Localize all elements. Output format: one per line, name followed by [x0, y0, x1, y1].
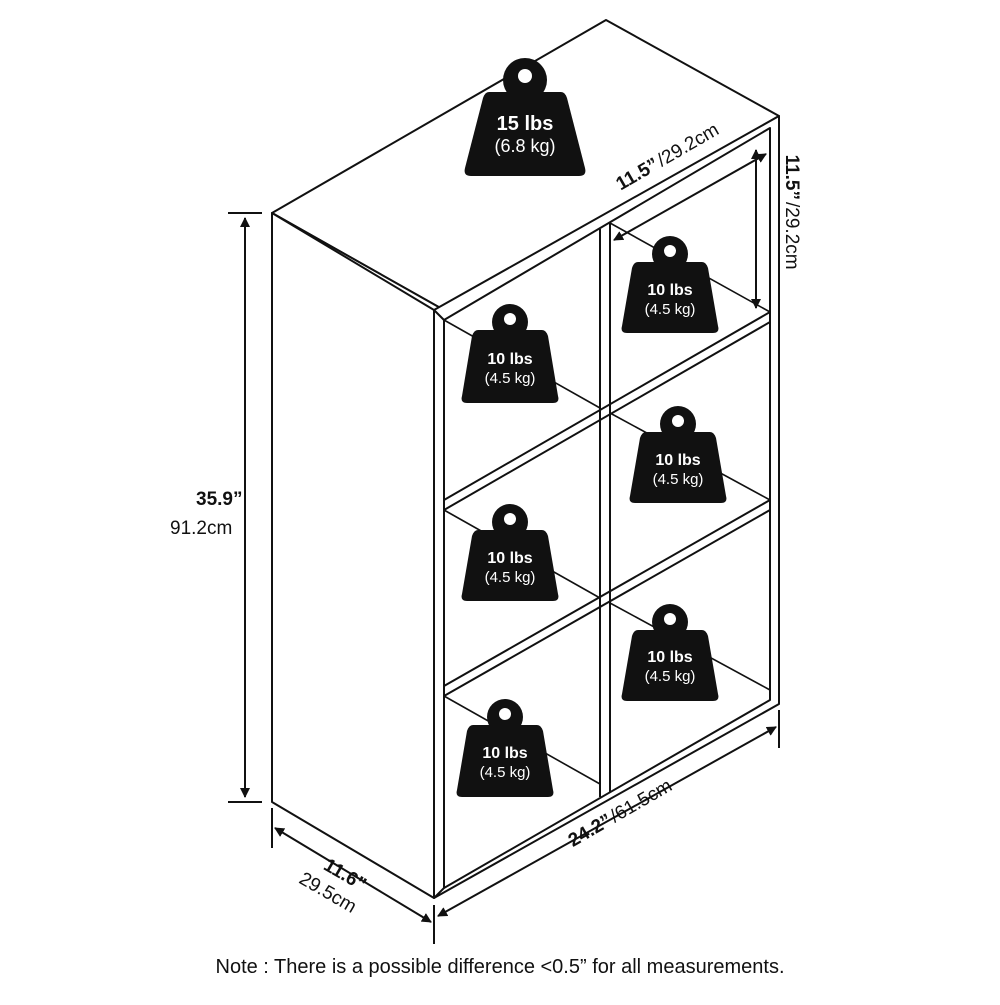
weight-cube-top-left-kg: (4.5 kg): [485, 370, 536, 387]
width-dimension-line: [437, 726, 777, 917]
weight-cube-top-left-icon: 10 lbs (4.5 kg): [461, 304, 559, 403]
dimension-lines: [228, 149, 780, 944]
height-in-label: 35.9”: [196, 489, 242, 510]
cube-width-dimension-line: [613, 153, 767, 241]
weight-cube-mid-left-lbs: 10 lbs: [487, 550, 532, 567]
depth-dimension-line: [274, 827, 432, 923]
weight-cube-bottom-right-kg: (4.5 kg): [645, 668, 696, 685]
weight-cube-top-left-lbs: 10 lbs: [487, 351, 532, 368]
measurement-note: Note : There is a possible difference <0…: [215, 956, 785, 978]
cube-height-cm-label: /29.2cm: [781, 202, 802, 270]
weight-cube-bottom-right-lbs: 10 lbs: [647, 649, 692, 666]
height-cm-label: 91.2cm: [170, 518, 232, 539]
weight-cube-mid-right-icon: 10 lbs (4.5 kg): [629, 406, 727, 503]
shelf-2: [443, 499, 771, 687]
weight-cube-top-right-kg: (4.5 kg): [645, 301, 696, 318]
weight-cube-bottom-left-kg: (4.5 kg): [480, 764, 531, 781]
weight-cube-bottom-left-lbs: 10 lbs: [482, 745, 527, 762]
weight-cube-mid-right-kg: (4.5 kg): [653, 471, 704, 488]
weight-top-kg: (6.8 kg): [494, 136, 555, 156]
weight-cube-top-right-icon: 10 lbs (4.5 kg): [621, 236, 719, 333]
weight-cube-mid-left-icon: 10 lbs (4.5 kg): [461, 504, 559, 601]
shelf-1: [443, 311, 771, 501]
weight-top-icon: 15 lbs (6.8 kg): [464, 58, 586, 176]
weight-cube-bottom-right-icon: 10 lbs (4.5 kg): [621, 604, 719, 701]
side-panel: [271, 212, 435, 899]
weight-cube-mid-right-lbs: 10 lbs: [655, 452, 700, 469]
weight-top-lbs: 15 lbs: [497, 113, 554, 135]
weight-cube-mid-left-kg: (4.5 kg): [485, 569, 536, 586]
cube-height-in-label: 11.5”: [781, 155, 802, 200]
weight-cube-top-right-lbs: 10 lbs: [647, 282, 692, 299]
weight-cube-bottom-left-icon: 10 lbs (4.5 kg): [456, 699, 554, 797]
